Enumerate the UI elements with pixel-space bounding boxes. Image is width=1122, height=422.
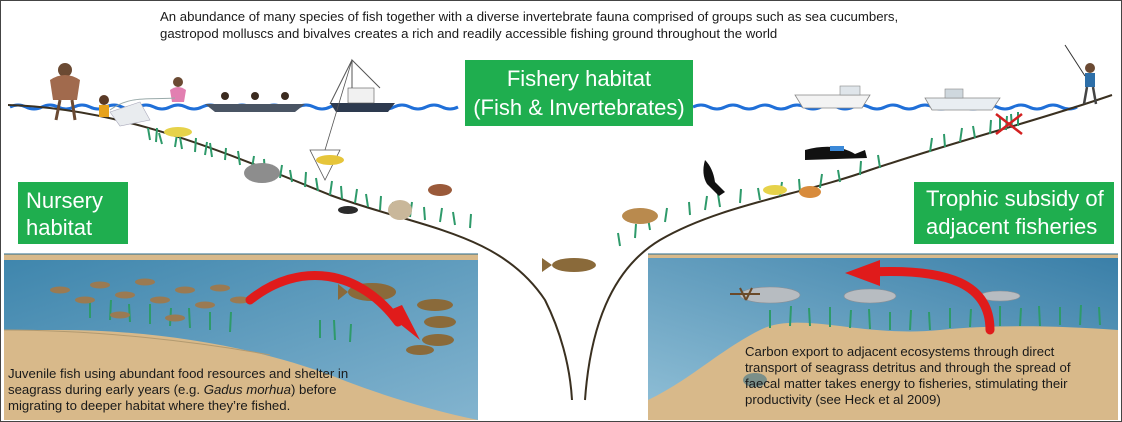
canoe — [205, 92, 305, 112]
trophic-caption: Carbon export to adjacent ecosystems thr… — [745, 344, 1117, 408]
fishery-habitat-line: (Fish & Invertebrates) — [465, 93, 693, 122]
nursery-caption-line: Juvenile fish using abundant food resour… — [8, 366, 478, 382]
header-caption: An abundance of many species of fish tog… — [160, 8, 1040, 42]
crossed-out-seagrass — [996, 112, 1022, 134]
trophic-caption-line: productivity (see Heck et al 2009) — [745, 392, 1117, 408]
trophic-subsidy-line: Trophic subsidy of — [926, 185, 1114, 213]
nursery-habitat-line: habitat — [26, 214, 128, 241]
water-surface-right — [693, 105, 1077, 109]
nursery-habitat-label: Nursery habitat — [18, 182, 128, 244]
cod-middle — [542, 258, 596, 272]
reef-fish — [164, 127, 821, 224]
trophic-caption-line: Carbon export to adjacent ecosystems thr… — [745, 344, 1117, 360]
nursery-caption-text: seagrass during early years (e.g. — [8, 382, 204, 397]
trophic-subsidy-label: Trophic subsidy of adjacent fisheries — [914, 182, 1114, 244]
header-caption-line: An abundance of many species of fish tog… — [160, 8, 1040, 25]
nursery-caption: Juvenile fish using abundant food resour… — [8, 366, 478, 414]
nursery-caption-text: ) before — [291, 382, 336, 397]
trophic-subsidy-line: adjacent fisheries — [926, 213, 1114, 241]
angler — [1065, 45, 1096, 104]
nursery-habitat-line: Nursery — [26, 187, 128, 214]
species-name: Gadus morhua — [204, 382, 291, 397]
fishery-habitat-line: Fishery habitat — [465, 64, 693, 93]
header-caption-line: gastropod molluscs and bivalves creates … — [160, 25, 1040, 42]
seagrass-left — [148, 128, 471, 228]
fishery-habitat-label: Fishery habitat (Fish & Invertebrates) — [465, 60, 693, 126]
trophic-caption-line: transport of seagrass detritus and throu… — [745, 360, 1117, 376]
nursery-caption-line: seagrass during early years (e.g. Gadus … — [8, 382, 478, 398]
nursery-caption-line: migrating to deeper habitat where they’r… — [8, 398, 478, 414]
fishers-left — [50, 63, 186, 126]
trophic-caption-line: faecal matter takes energy to fisheries,… — [745, 376, 1117, 392]
